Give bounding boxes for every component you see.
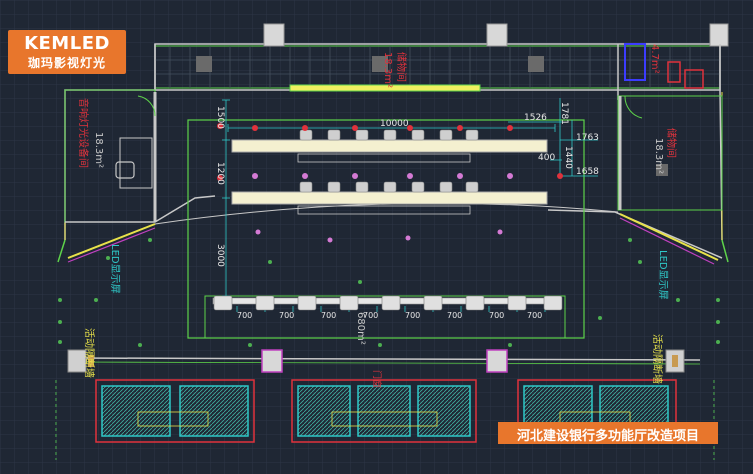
- right-partition-label: 活动隔断墙: [651, 334, 664, 384]
- right-room-area: 18.3m²: [653, 138, 664, 174]
- top-room-name: 储物间: [395, 52, 408, 82]
- spotlights-red: [217, 123, 563, 181]
- dim-400: 400: [538, 153, 555, 163]
- left-device-room: [64, 89, 216, 263]
- bottom-rooms: [55, 379, 715, 460]
- hall-area: 680m²: [355, 312, 366, 345]
- dim-1440: 1440: [563, 146, 573, 169]
- brand-logo: KEMLED 珈玛影视灯光: [8, 30, 126, 74]
- top-right-room-area: 4.7m²: [649, 44, 660, 74]
- dim-1200: 1200: [215, 162, 225, 185]
- dim-700: 700: [321, 311, 336, 320]
- left-room-name: 音响灯光设备间: [77, 98, 90, 168]
- left-room-area: 18.3m²: [93, 132, 104, 168]
- dim-700: 700: [363, 311, 378, 320]
- left-partition-label: 活动隔断墙: [83, 328, 96, 378]
- partition-wall: [67, 349, 701, 373]
- top-right-room: [617, 43, 704, 100]
- dim-700: 700: [237, 311, 252, 320]
- spotlights-magenta: [252, 173, 513, 243]
- project-caption-text: 河北建设银行多功能厅改造项目: [516, 429, 699, 444]
- dim-700: 700: [447, 311, 462, 320]
- side-lights: [58, 238, 720, 347]
- dim-700: 700: [527, 311, 542, 320]
- dim-1763: 1763: [576, 133, 599, 143]
- dim-1500: 1500: [215, 106, 225, 129]
- desk-row-2: [231, 181, 548, 215]
- dim-1658: 1658: [576, 167, 599, 177]
- project-caption: 河北建设银行多功能厅改造项目: [498, 422, 718, 444]
- dim-1526: 1526: [524, 113, 547, 123]
- left-led-label: LED显示屏: [109, 244, 121, 294]
- dim-700: 700: [405, 311, 420, 320]
- right-storage-room: [547, 95, 723, 265]
- dim-700: 700: [279, 311, 294, 320]
- brand-name: KEMLED: [24, 33, 110, 54]
- dim-1781: 1781: [559, 102, 569, 125]
- right-room-name: 储物间: [665, 128, 678, 158]
- center-partition-label: 门窗: [371, 370, 383, 388]
- brand-subtitle: 珈玛影视灯光: [27, 56, 106, 70]
- right-led-label: LED显示屏: [657, 250, 669, 300]
- top-room-area: 18.3m²: [382, 52, 393, 88]
- dim-700: 700: [489, 311, 504, 320]
- dim-3000: 3000: [215, 244, 225, 267]
- desk-row-1: [231, 129, 548, 163]
- dims-700: 700 700 700 700 700 700 700 700: [237, 311, 542, 320]
- front-row-seats: [212, 295, 563, 311]
- dim-10000: 10000: [380, 119, 409, 129]
